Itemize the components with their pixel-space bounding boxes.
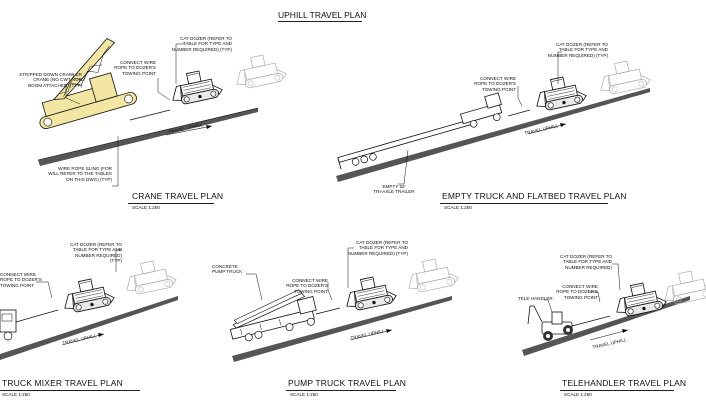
mixer-plan-title: TRUCK MIXER TRAVEL PLAN <box>2 378 123 388</box>
dozer <box>167 66 224 107</box>
pump-title-underline <box>286 390 396 391</box>
telehandler-title-underline <box>560 390 674 391</box>
mixer-scale: SCALE 1:250 <box>2 392 30 397</box>
mixer-plan <box>0 249 178 360</box>
crane-scale: SCALE 1:250 <box>132 205 160 210</box>
dozer <box>59 274 116 315</box>
dozer-ghost <box>231 50 288 91</box>
pump-dozer-note: CAT DOZER (REFER TO TABLE FOR TYPE AND N… <box>347 240 408 256</box>
pump-plan <box>229 247 460 362</box>
dozer-ghost <box>121 256 178 297</box>
flatbed-trailer <box>337 92 503 170</box>
crane-title-underline <box>128 203 214 204</box>
crane-rope-note: CONNECT WIRE ROPE TO DOZER'S TOWING POIN… <box>114 60 156 76</box>
ground-slope <box>38 108 258 166</box>
sheet-title: UPHILL TRAVEL PLAN <box>278 10 367 20</box>
mixer-rope-note: CONNECT WIRE ROPE TO DOZER'S TOWING POIN… <box>0 272 42 288</box>
pump-truck-note: CONCRETE PUMP TRUCK <box>212 264 243 275</box>
crane-note: STRIPPED DOWN CRAWLER CRANE (NO CWT NOR … <box>19 72 82 88</box>
flatbed-title-underline <box>440 203 608 204</box>
telehandler-dozer-note: CAT DOZER (REFER TO TABLE FOR TYPE AND N… <box>560 254 612 270</box>
mixer-title-underline <box>0 390 140 391</box>
telehandler <box>527 305 573 341</box>
flatbed-plan <box>336 51 652 185</box>
crane-sling-note: WIRE ROPE SLING (FOR WILL REFER TO THE T… <box>48 166 112 182</box>
ground-slope <box>336 88 650 182</box>
pump-plan-title: PUMP TRUCK TRAVEL PLAN <box>288 378 407 388</box>
telehandler-scale: SCALE 1:250 <box>564 392 592 397</box>
concrete-pump-truck <box>229 289 317 342</box>
pump-rope-note: CONNECT WIRE ROPE TO DOZER'S TOWING POIN… <box>286 278 328 294</box>
dozer <box>531 72 588 113</box>
crane-plan <box>37 38 288 187</box>
dozer <box>611 278 668 319</box>
dozer-ghost <box>403 254 460 295</box>
mixer-dozer-note: CAT DOZER (REFER TO TABLE FOR TYPE AND N… <box>70 242 122 264</box>
flatbed-trailer-note: EMPTY 53' TRI-AXLE TRAILER <box>373 184 415 195</box>
flatbed-plan-title: EMPTY TRUCK AND FLATBED TRAVEL PLAN <box>442 191 627 201</box>
pump-scale: SCALE 1:250 <box>290 392 318 397</box>
ground-slope <box>0 296 178 360</box>
crawler-crane <box>39 38 137 130</box>
crane-dozer-note: CAT DOZER (REFER TO TABLE FOR TYPE AND N… <box>171 36 232 52</box>
telehandler-plan <box>522 263 706 356</box>
telehandler-note: TELE HANDLER <box>518 296 553 301</box>
mixer-truck <box>0 309 17 341</box>
flatbed-rope-note: CONNECT WIRE ROPE TO DOZER'S TOWING POIN… <box>474 76 516 92</box>
dozer <box>341 272 398 313</box>
crane-plan-title: CRANE TRAVEL PLAN <box>132 191 224 201</box>
telehandler-rope-note: CONNECT WIRE ROPE TO DOZER'S TOWING POIN… <box>556 284 598 300</box>
flatbed-dozer-note: CAT DOZER (REFER TO TABLE FOR TYPE AND N… <box>547 42 608 58</box>
flatbed-scale: SCALE 1:250 <box>444 205 472 210</box>
ground-slope <box>232 296 452 362</box>
telehandler-plan-title: TELEHANDLER TRAVEL PLAN <box>562 378 687 388</box>
sheet-title-underline <box>278 21 362 22</box>
